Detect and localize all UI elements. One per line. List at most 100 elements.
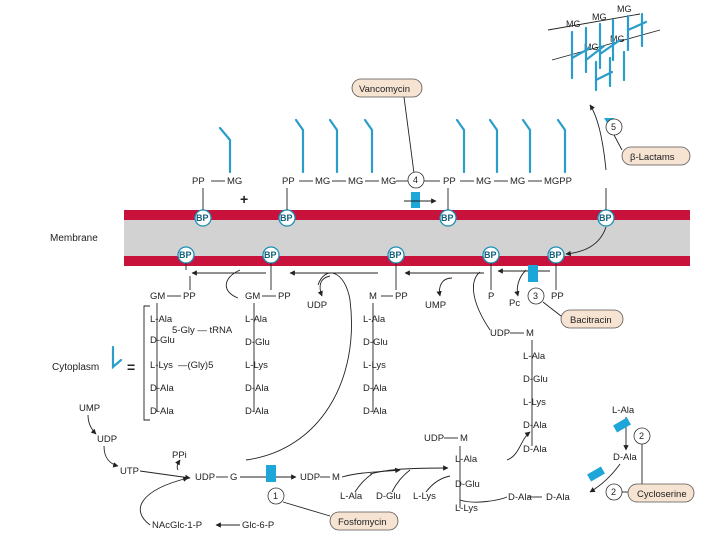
- svg-text:D-Glu: D-Glu: [150, 335, 175, 346]
- cycloserine-block-1: [613, 417, 631, 433]
- svg-text:5-Gly — tRNA: 5-Gly — tRNA: [172, 325, 233, 336]
- svg-text:D-Ala: D-Ala: [508, 492, 532, 503]
- svg-text:L-Ala: L-Ala: [523, 351, 546, 362]
- wall-mg-e: MG: [610, 34, 625, 44]
- svg-text:BP: BP: [196, 213, 209, 223]
- svg-text:UDP: UDP: [307, 300, 327, 311]
- top-chain: PP MG + PP MG MG MG PP MG MG MGPP: [192, 176, 607, 210]
- bp-circle-lower-2: BP: [262, 246, 280, 264]
- svg-text:GM: GM: [245, 291, 260, 302]
- svg-text:UDP: UDP: [490, 328, 510, 339]
- svg-text:L-Ala: L-Ala: [340, 491, 363, 502]
- vancomycin-block: [411, 192, 420, 208]
- svg-text:UDP: UDP: [300, 472, 320, 483]
- svg-text:5: 5: [611, 122, 616, 132]
- svg-text:D-Glu: D-Glu: [523, 374, 548, 385]
- svg-text:L-Lys: L-Lys: [363, 360, 386, 371]
- bp-circle-upper-1: BP: [194, 209, 212, 227]
- top-mg-2c: MG: [381, 176, 396, 187]
- svg-text:GM: GM: [150, 291, 165, 302]
- svg-text:M: M: [460, 433, 468, 444]
- svg-text:UDP: UDP: [195, 472, 215, 483]
- svg-text:4: 4: [413, 175, 418, 185]
- svg-text:M: M: [332, 472, 340, 483]
- bacitracin-block: [528, 265, 538, 282]
- svg-text:D-Ala: D-Ala: [363, 406, 387, 417]
- svg-text:BP: BP: [549, 250, 562, 260]
- svg-text:D-Glu: D-Glu: [363, 337, 388, 348]
- svg-text:2: 2: [611, 487, 616, 497]
- svg-text:=: =: [127, 359, 135, 375]
- gm-column-2: GM PP L-Ala D-Glu L-Lys D-Ala D-Ala UDP: [245, 275, 331, 417]
- svg-text:L-Ala: L-Ala: [150, 314, 173, 325]
- lower-membrane-links: [185, 263, 557, 290]
- top-pp-3: PP: [443, 176, 456, 187]
- svg-text:L-Ala: L-Ala: [455, 454, 478, 465]
- svg-text:L-Lys: L-Lys: [150, 360, 173, 371]
- gm-column-1: GM PP L-Ala D-Glu L-Lys D-Ala D-Ala 5-Gl…: [127, 276, 233, 421]
- svg-text:Fosfomycin: Fosfomycin: [338, 517, 387, 528]
- svg-text:D-Ala: D-Ala: [150, 383, 174, 394]
- svg-text:L-Lys: L-Lys: [455, 503, 478, 514]
- svg-text:PP: PP: [395, 291, 408, 302]
- pp-lower-label: PP: [551, 291, 564, 302]
- bp-circle-lower-4: BP: [482, 246, 500, 264]
- svg-text:BP: BP: [280, 213, 293, 223]
- p-label: P: [488, 291, 494, 302]
- middle-path: UDP M L-Ala D-Glu L-Lys: [300, 465, 451, 502]
- udp-m-mid-column: UDP M L-Ala D-Glu L-Lys: [424, 433, 508, 514]
- svg-text:D-Glu: D-Glu: [376, 491, 401, 502]
- gm1-loop: [225, 269, 241, 299]
- membrane-band: [124, 210, 690, 266]
- svg-text:1: 1: [273, 491, 278, 501]
- svg-text:PP: PP: [183, 291, 196, 302]
- svg-text:Glc-6-P: Glc-6-P: [242, 520, 274, 531]
- svg-text:L-Lys: L-Lys: [245, 360, 268, 371]
- svg-text:M: M: [526, 328, 534, 339]
- wall-mg-c: MG: [617, 4, 632, 14]
- step-5-circle: 5: [605, 118, 623, 136]
- svg-text:BP: BP: [179, 250, 192, 260]
- cycloserine-label: Cycloserine: [627, 483, 695, 503]
- bp-circle-upper-4: BP: [597, 209, 615, 227]
- udp-m-right-column: UDP M L-Ala D-Glu L-Lys D-Ala D-Ala: [473, 271, 548, 455]
- pc-label: Pc: [509, 298, 520, 309]
- wall-mg-a: MG: [566, 19, 581, 29]
- svg-text:PP: PP: [278, 291, 291, 302]
- svg-text:D-Glu: D-Glu: [455, 479, 480, 490]
- svg-text:D-Ala: D-Ala: [363, 383, 387, 394]
- svg-text:UMP: UMP: [79, 403, 100, 414]
- top-mg-3a: MG: [476, 176, 491, 187]
- beta-lactams-label: β-Lactams: [621, 146, 691, 166]
- svg-text:G: G: [230, 472, 237, 483]
- top-mg-3b: MG: [510, 176, 525, 187]
- step-3-circle: 3: [527, 287, 545, 305]
- fosfomycin-label: Fosfomycin: [329, 511, 399, 531]
- vancomycin-label: Vancomycin: [351, 78, 423, 98]
- svg-text:L-Ala: L-Ala: [612, 405, 635, 416]
- plus-sign: +: [240, 191, 248, 207]
- top-mg-1: MG: [227, 176, 242, 187]
- svg-text:Vancomycin: Vancomycin: [359, 84, 410, 95]
- left-path: UMP UDP UTP PPi UDP G NAcGlc-1-P Glc-6-P: [79, 403, 297, 531]
- svg-text:D-Ala: D-Ala: [523, 420, 547, 431]
- top-mg-2b: MG: [348, 176, 363, 187]
- svg-text:β-Lactams: β-Lactams: [630, 152, 675, 163]
- step-2b-circle: 2: [605, 483, 623, 501]
- step-2a-circle: 2: [633, 427, 651, 445]
- svg-text:D-Ala: D-Ala: [150, 406, 174, 417]
- bp-circle-lower-5: BP: [547, 246, 565, 264]
- bp-circle-lower-1: BP: [177, 246, 195, 264]
- m-column: M PP L-Ala D-Glu L-Lys D-Ala D-Ala UMP: [363, 277, 453, 417]
- svg-text:D-Ala: D-Ala: [245, 406, 269, 417]
- svg-text:BP: BP: [441, 213, 454, 223]
- svg-text:L-Lys: L-Lys: [413, 491, 436, 502]
- svg-text:D-Glu: D-Glu: [245, 337, 270, 348]
- wall-mg-b: MG: [592, 12, 607, 22]
- svg-text:UTP: UTP: [120, 466, 139, 477]
- svg-text:D-Ala: D-Ala: [245, 383, 269, 394]
- cycloserine-block-2: [587, 466, 605, 482]
- svg-text:D-Ala: D-Ala: [613, 452, 637, 463]
- svg-text:M: M: [369, 291, 377, 302]
